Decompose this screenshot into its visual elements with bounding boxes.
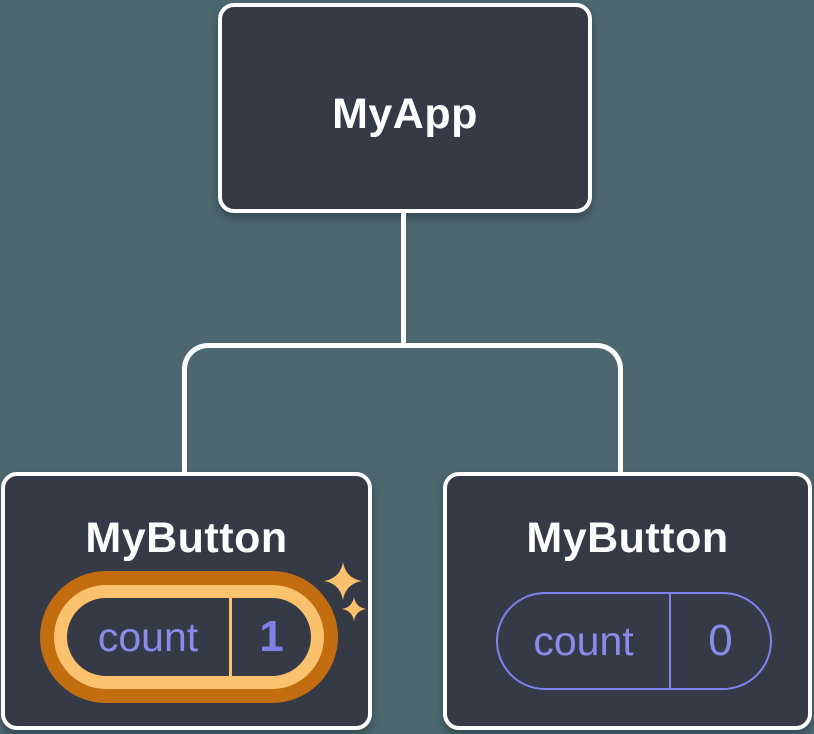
component-node-mybutton-2: MyButton count 0 [443, 472, 812, 730]
sparkle-icon [324, 562, 362, 600]
state-value: 0 [708, 616, 733, 665]
state-pill: count 0 [496, 592, 772, 690]
component-node-myapp: MyApp [218, 3, 592, 213]
pill-divider [669, 594, 671, 688]
state-pill-highlighted: count 1 [54, 585, 324, 689]
node-label: MyApp [332, 90, 478, 138]
node-label: MyButton [526, 514, 729, 562]
component-node-mybutton-1: MyButton count 1 [1, 472, 372, 730]
state-value: 1 [259, 612, 284, 661]
connector-stem [401, 211, 406, 346]
pill-divider [229, 598, 232, 676]
state-name: count [533, 617, 634, 664]
state-name: count [97, 613, 199, 660]
sparkle-icon [342, 597, 366, 621]
connector-branch [182, 343, 623, 472]
node-label: MyButton [85, 514, 288, 562]
